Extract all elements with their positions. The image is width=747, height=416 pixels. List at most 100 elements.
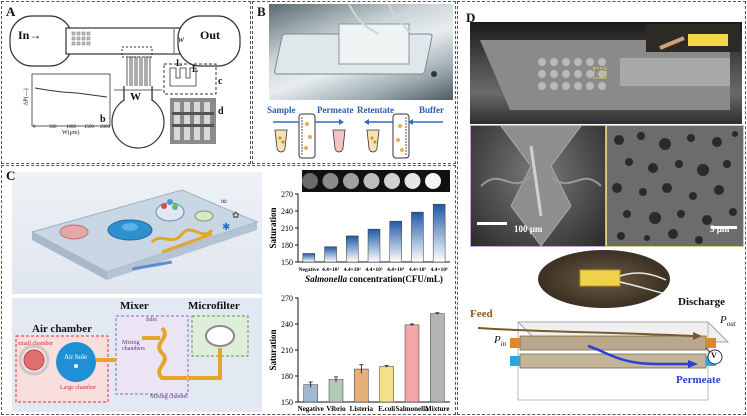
sub-d-label: d (218, 106, 224, 117)
outlet-label: Out (200, 28, 221, 42)
x-tick-label: 4.4×10⁵ (409, 267, 427, 273)
panel-c: C ∞ ✱ ✿ (1, 165, 456, 415)
p-in-label: Pin (494, 334, 506, 348)
p-in-subscript: in (500, 340, 507, 349)
panel-a-label: A (6, 4, 16, 19)
sem-overview (470, 22, 742, 124)
voltmeter-symbol: V (711, 351, 717, 360)
y-axis-label: Saturation (268, 329, 278, 370)
mixing-chambers-label: Mixing chambers (122, 340, 145, 352)
sem-porous-membrane (606, 125, 744, 247)
y-tick-label: 270 (281, 190, 293, 199)
mixer-label: Mixer (120, 300, 149, 312)
y-tick-label: 180 (281, 372, 293, 381)
inset-xtick: 1500 (84, 125, 94, 130)
inset-xtick: 1000 (66, 125, 76, 130)
x-tick-label: 4.4×10³ (365, 267, 383, 273)
dim-l2-label: L (192, 64, 199, 74)
panel-d-label: D (466, 10, 476, 25)
x-tick-label: Salmonella (395, 405, 429, 413)
sem-pillars (470, 125, 606, 247)
permeate-label: Permeate (317, 105, 354, 115)
panel-b-label: B (257, 4, 266, 19)
well (302, 173, 318, 189)
well (404, 173, 421, 189)
x-tick-label: 4.4×10⁴ (387, 267, 405, 273)
y-tick-label: 150 (281, 398, 293, 407)
y-tick-label: 210 (281, 224, 293, 233)
well (425, 173, 441, 189)
bar (354, 368, 369, 403)
filtration-schematic (273, 113, 443, 159)
x-tick-label: Mixture (425, 405, 449, 413)
inset-xlabel: W(μm) (62, 130, 80, 136)
microchannel-schematic (9, 15, 241, 149)
bar (324, 246, 337, 263)
scale-bar-100um: 100 μm (514, 224, 543, 234)
x-axis-label: Salmonella concentration(CFU/mL) (305, 274, 443, 284)
chip-schematic (12, 298, 262, 412)
well (384, 173, 400, 189)
inlet-label: Inlet (146, 317, 157, 323)
bar (432, 203, 446, 263)
sub-c-label: c (218, 76, 223, 87)
svg-text:✿: ✿ (232, 211, 240, 221)
x-tick-label: 4.4×10⁶ (431, 267, 449, 273)
sub-b-label: b (100, 114, 106, 125)
inset-xtick: 0 (33, 125, 36, 130)
device-photo (269, 4, 453, 100)
bar (328, 379, 344, 403)
panel-d: D 100 μm (457, 1, 746, 415)
y-axis-label: Saturation (268, 207, 278, 248)
y-tick-label: 210 (281, 346, 293, 355)
large-chamber-label: Large chamber (60, 385, 97, 391)
y-tick-label: 180 (281, 241, 293, 250)
x-tick-label: 4.4×10¹ (322, 267, 340, 273)
discharge-label: Discharge (678, 296, 726, 308)
air-chamber-label: Air chamber (32, 323, 92, 335)
svg-text:∞: ∞ (220, 197, 228, 207)
x-tick-label: Vibrio (326, 405, 346, 413)
inlet-label: In→ (18, 28, 42, 42)
bar (389, 220, 402, 263)
bar (404, 324, 420, 403)
chip-photo (538, 250, 670, 308)
well (322, 173, 339, 189)
x-tick-label: Listeria (350, 405, 374, 413)
x-tick-label: E.coli (378, 405, 395, 413)
p-out-symbol: P (720, 314, 727, 326)
y-tick-label: 150 (281, 258, 293, 267)
inset-ylabel: ΔP(—) (23, 88, 30, 106)
air-hole-label: Air hole (64, 353, 88, 361)
buffer-label: Buffer (419, 105, 444, 115)
svg-text:✱: ✱ (222, 222, 230, 233)
y-tick-label: 270 (281, 294, 293, 303)
sample-label: Sample (267, 105, 296, 115)
well (363, 173, 380, 189)
x-tick-label: Negative (298, 405, 324, 413)
bar (379, 366, 394, 403)
inset-xtick: 500 (49, 125, 57, 130)
mixing-channel-label: Mixing channel (150, 394, 188, 400)
bar (367, 228, 381, 263)
dim-l1-label: L (176, 58, 183, 68)
bar (411, 211, 424, 263)
p-out-subscript: out (726, 320, 736, 329)
x-tick-label: Negative (299, 267, 320, 273)
panel-c-label: C (6, 168, 16, 183)
microfilter-label: Microfilter (188, 300, 240, 312)
flow-schematic (477, 321, 729, 401)
y-tick-label: 240 (281, 207, 293, 216)
retentate-label: Retentate (357, 105, 394, 115)
scale-bar-5um: 5 μm (710, 224, 730, 234)
bar (302, 253, 316, 263)
permeate-label: Permeate (676, 374, 721, 386)
panel-a: A (1, 1, 251, 164)
y-tick-label: 240 (281, 320, 293, 329)
panel-b: B Sample Permeate Retentate (252, 1, 456, 164)
dim-big-w-label: W (130, 91, 141, 103)
feed-label: Feed (470, 308, 493, 320)
chip-render: ∞ ✱ ✿ (12, 172, 262, 294)
